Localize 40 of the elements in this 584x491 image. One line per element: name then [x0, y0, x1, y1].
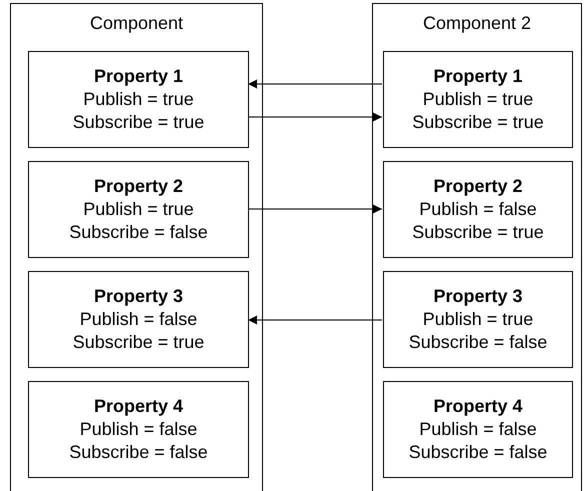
property-setting: Subscribe = true — [72, 331, 204, 354]
property-setting: Publish = false — [80, 418, 198, 441]
property-setting: Subscribe = true — [412, 221, 544, 244]
property-box — [383, 161, 573, 258]
property-setting: Subscribe = false — [408, 441, 548, 464]
property-setting: Subscribe = true — [412, 111, 544, 134]
property-heading: Property 3 — [433, 285, 523, 308]
property-setting: Subscribe = true — [72, 111, 204, 134]
property-setting: Publish = false — [80, 308, 198, 331]
arrow — [248, 204, 382, 214]
property-setting: Publish = false — [419, 198, 537, 221]
property-heading: Property 4 — [94, 395, 184, 418]
component-panel — [372, 3, 582, 491]
property-heading: Property 1 — [433, 65, 523, 88]
property-setting: Subscribe = false — [69, 441, 208, 464]
property-setting: Publish = true — [422, 88, 534, 111]
property-box — [28, 161, 249, 258]
property-box — [28, 271, 249, 368]
property-heading: Property 3 — [94, 285, 184, 308]
arrow — [248, 112, 382, 122]
arrow — [248, 316, 382, 324]
property-heading: Property 2 — [433, 175, 523, 198]
property-heading: Property 4 — [433, 395, 523, 418]
component-title: Component — [90, 13, 184, 33]
property-setting: Publish = false — [419, 418, 537, 441]
property-setting: Publish = true — [422, 308, 534, 331]
property-setting: Subscribe = false — [69, 221, 208, 244]
property-heading: Property 1 — [94, 65, 184, 88]
property-box — [28, 381, 249, 478]
property-heading: Property 2 — [94, 175, 184, 198]
property-box — [28, 51, 249, 148]
property-setting: Publish = true — [83, 88, 194, 111]
component-title: Component 2 — [422, 13, 532, 33]
property-setting: Publish = true — [83, 198, 194, 221]
property-setting: Subscribe = false — [408, 331, 548, 354]
property-box — [383, 51, 573, 148]
arrow — [248, 80, 382, 88]
property-box — [383, 271, 573, 368]
property-box — [383, 381, 573, 478]
component-panel — [10, 3, 263, 491]
